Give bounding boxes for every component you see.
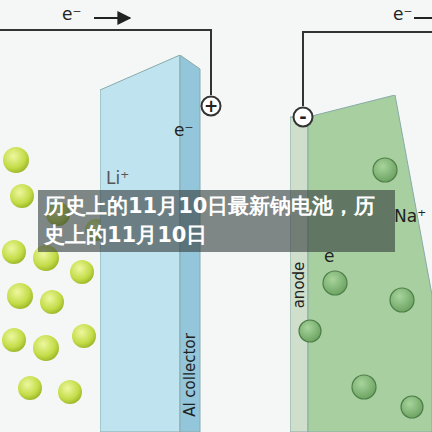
electron-arrow <box>414 17 432 19</box>
node-outline <box>290 95 432 432</box>
electron-arrow <box>94 17 130 19</box>
ion-sphere <box>2 328 26 352</box>
ion-sphere <box>7 283 33 309</box>
anode-slab: anode <box>290 95 432 432</box>
node-label: + <box>204 96 218 116</box>
node-label: Al collector <box>181 333 199 417</box>
ion-sphere <box>3 147 29 173</box>
ion-sphere <box>10 184 34 208</box>
ion-sphere <box>72 324 96 348</box>
ion-label: Na⁺ <box>394 206 426 226</box>
electron-label: e⁻ <box>393 4 412 24</box>
positive-terminal: + <box>200 95 222 117</box>
node-label: - <box>299 106 306 127</box>
node-label: anode <box>290 262 308 309</box>
ion-sphere <box>58 380 82 404</box>
ion-sphere <box>70 260 94 284</box>
ion-sphere <box>33 335 59 361</box>
wire <box>303 32 432 106</box>
ion-sphere <box>18 376 42 400</box>
electron-label: e⁻ <box>62 4 81 24</box>
electron-label: e⁻ <box>174 120 193 140</box>
title-banner: 历史上的11月10日最新钠电池，历史上的11月10日 <box>38 190 395 252</box>
ion-label: Li⁺ <box>106 168 129 188</box>
ion-sphere <box>2 240 26 264</box>
negative-terminal: - <box>292 106 314 128</box>
ion-sphere <box>40 290 64 314</box>
